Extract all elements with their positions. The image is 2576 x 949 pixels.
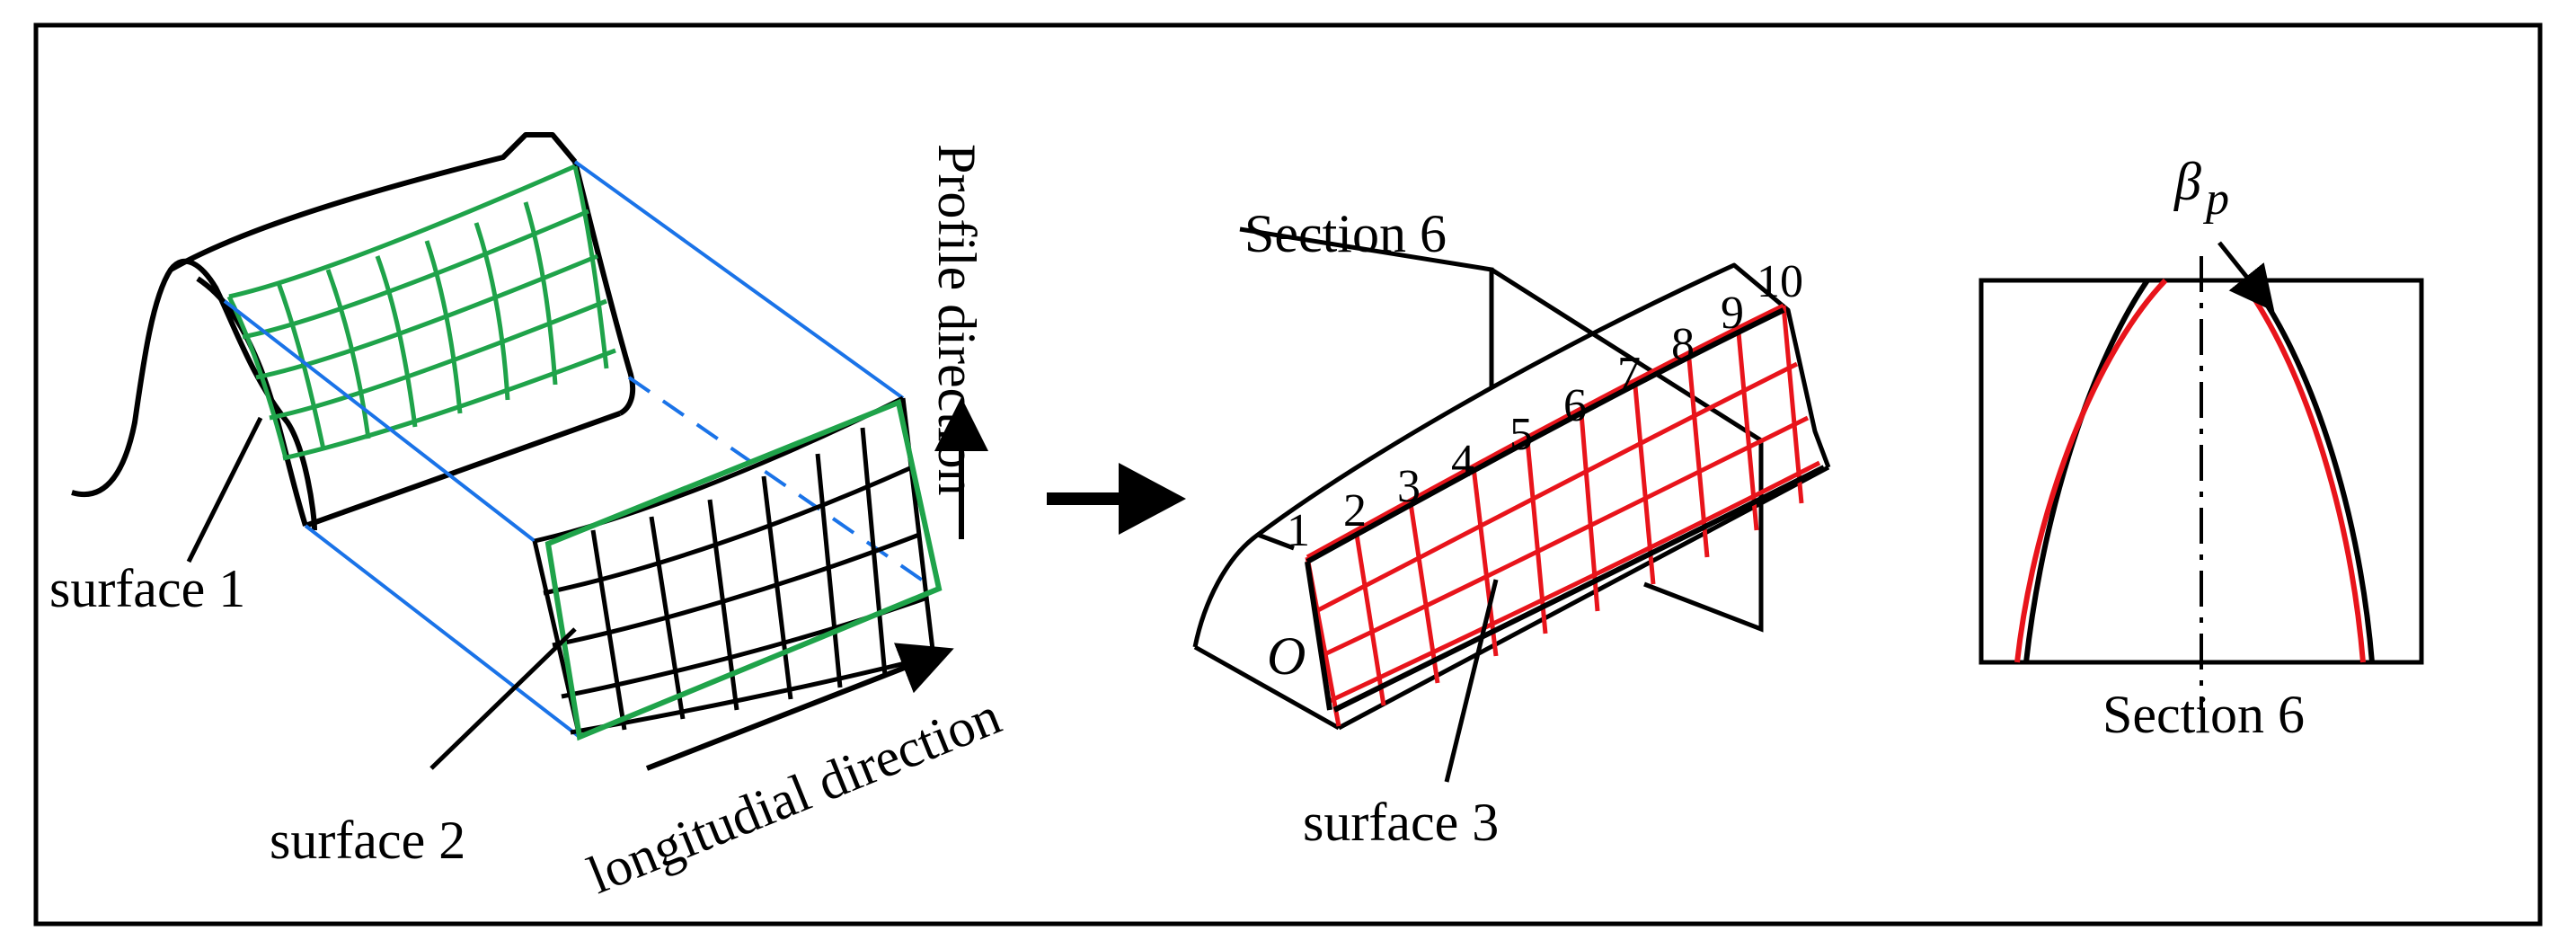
tooth-body-outline (1192, 262, 1831, 731)
section-profile-black (2023, 279, 2375, 663)
surface2-leader (429, 627, 577, 770)
grid-numbers: 1 2 3 4 5 6 7 8 9 10 (1287, 256, 1803, 556)
surface3-leader (1444, 579, 1499, 783)
grid-number: 7 (1617, 348, 1641, 399)
surface3-black-edges (1305, 307, 1826, 713)
grid-number: 8 (1671, 319, 1695, 370)
grid-number: 2 (1343, 485, 1367, 537)
beta-symbol: β (2173, 152, 2201, 211)
surface1-leader (186, 416, 263, 563)
surface3-label: surface 3 (1303, 793, 1499, 852)
section-profile-red (2014, 278, 2366, 663)
surface3-red-grid (1305, 303, 1821, 727)
grid-number: 9 (1721, 288, 1744, 339)
projection-lines (223, 160, 936, 739)
grid-number: 4 (1451, 436, 1474, 487)
grid-number: 3 (1397, 461, 1421, 512)
surface2-green-border (544, 398, 943, 741)
section-bottom-label: Section 6 (2102, 685, 2305, 744)
section-plane (1239, 226, 1764, 633)
grid-number: 1 (1287, 505, 1310, 556)
figure-frame (33, 22, 2543, 927)
origin-label: O (1267, 626, 1306, 686)
longitudinal-direction-arrow (645, 643, 954, 771)
grid-number: 6 (1563, 380, 1587, 431)
transition-arrow (1047, 463, 1186, 535)
profile-direction-label: Profile direction (927, 144, 987, 496)
surface2-label: surface 2 (270, 811, 465, 870)
surface1-label: surface 1 (49, 559, 245, 618)
section-top-label: Section 6 (1244, 204, 1447, 263)
surface1-green-grid (226, 164, 616, 461)
beta-arrow (2217, 241, 2275, 312)
beta-subscript: p (2202, 173, 2229, 225)
grid-number: 5 (1509, 409, 1533, 460)
grid-number: 10 (1757, 256, 1803, 307)
